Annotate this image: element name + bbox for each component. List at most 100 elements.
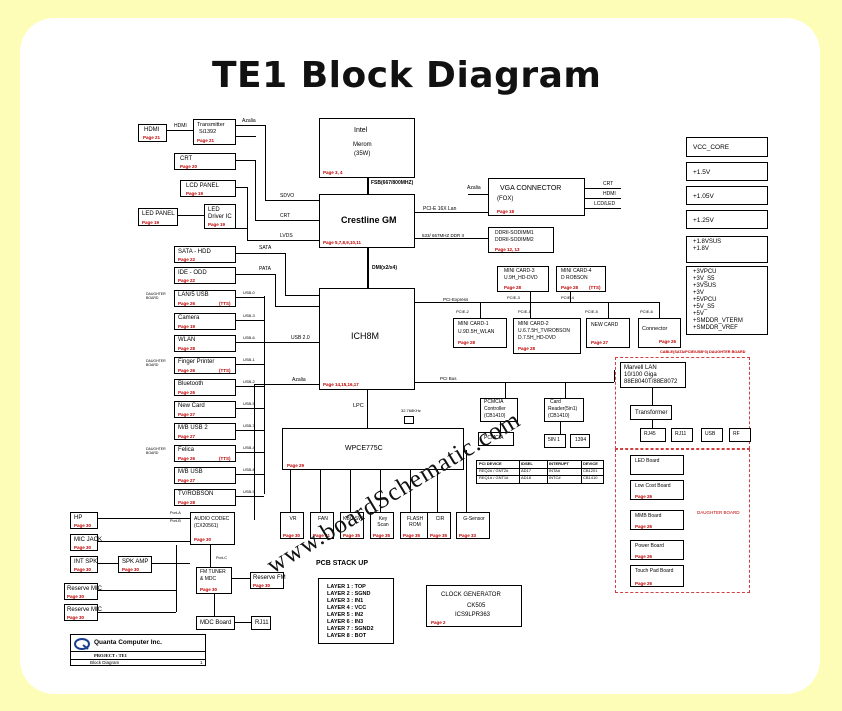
new-card-box: NEW CARD Page 27: [586, 318, 630, 348]
ec-peripheral-page: Page 33: [459, 533, 477, 538]
cpu-name: Intel: [354, 127, 368, 134]
mic-jack-page: Page 30: [74, 545, 92, 550]
power-rail-box: +1.05V: [686, 186, 768, 205]
five-in-one-box: 5IN 1: [544, 434, 566, 448]
pcb-layer: LAYER 7 : SGND2: [327, 626, 374, 632]
ec-peripheral-page: Page 35: [343, 533, 361, 538]
config-cell: INTC#: [549, 475, 561, 480]
lan-jack-box: RF: [729, 428, 751, 442]
usb-port-label: USB-5: [243, 401, 255, 406]
dmi-label: DMI(x2/x4): [372, 265, 398, 271]
transmitter-azalia: Azalia: [242, 118, 256, 124]
lcd-panel-label: LCD PANEL: [186, 183, 219, 189]
config-header-cell: PCI DEVICE: [479, 461, 502, 466]
led-driver-box: LED Driver IC Page 19: [204, 204, 236, 229]
led-driver-line-1: LED: [208, 207, 220, 213]
ec-name: WPCE775C: [345, 445, 383, 452]
lcd-panel-page: Page 19: [186, 191, 204, 196]
ddr-line-2: DDRII-SODIMM2: [495, 237, 534, 243]
mini-card-4-tag: (TTS): [589, 285, 601, 290]
ec-peripheral-page: Page 35: [373, 533, 391, 538]
mic-jack-box: MIC JACK Page 30: [70, 534, 102, 551]
lan-speed: 10/100 Giga: [624, 372, 657, 378]
company-name: Quanta Computer Inc.: [94, 639, 162, 646]
usb-device-label: WLAN: [178, 337, 196, 343]
cpu-page: Page 3, 4: [323, 170, 343, 175]
lpc-label: LPC: [353, 403, 364, 409]
power-rail-label: +1.05V: [693, 193, 714, 200]
reserve-mic-2-page: Page 30: [67, 615, 85, 620]
power-rail-label: +3VPCU: [693, 269, 717, 275]
card-reader-line-3: (CB1410): [548, 413, 570, 419]
rj11-audio-box: RJ11: [251, 616, 271, 630]
hp-box: HP Page 30: [70, 512, 98, 529]
sheet-rev: 1: [200, 660, 203, 665]
transmitter-line-1: Transmitter: [197, 122, 225, 128]
usb-link: [236, 320, 264, 321]
fm-tuner-line-1: FM TUNER: [200, 569, 226, 575]
usb-device-page: Page 28: [178, 346, 196, 351]
spk-amp-box: SPK AMP Page 30: [118, 556, 152, 573]
usb-link: [236, 386, 264, 387]
port-a-label: Port-A: [170, 511, 181, 515]
connector-page: Page 26: [659, 339, 677, 344]
sata-bus-label: SATA: [259, 245, 272, 251]
port-b-label: Port-B: [170, 519, 181, 523]
config-cell: CB1410: [583, 475, 598, 480]
usb-device-label: TV/ROBSON: [178, 491, 214, 497]
pcb-layer: LAYER 4 : VCC: [327, 605, 367, 611]
usb-device-tag: (TTS): [219, 368, 231, 373]
gmch-name: Crestline GM: [341, 215, 397, 225]
pcie-port-2: PCIE-2: [456, 309, 469, 314]
transformer-box: Transformer: [630, 405, 672, 420]
ec-peripheral-label: KBC SW: [343, 516, 363, 522]
lan-jack-label: RJ45: [644, 431, 656, 437]
gmch-page: Page 5,7,8,9,10,11: [323, 240, 362, 245]
mini-card-3-page: Page 28: [504, 285, 522, 290]
hp-page: Page 30: [74, 523, 92, 528]
usb-link: [236, 430, 264, 431]
ec-peripheral-page: Page 35: [430, 533, 448, 538]
int-spk-box: INT SPK Page 30: [70, 556, 98, 573]
daughter-board-label: MMB Board: [635, 513, 662, 519]
pcmcia-slot-label: PCMCIA: [484, 435, 504, 441]
vga-page: Page 18: [497, 209, 515, 214]
usb-link: [236, 496, 264, 497]
config-grid-line: [477, 468, 603, 469]
daughter-board-label: Power Board: [635, 543, 664, 549]
config-cell: CB1201: [583, 468, 598, 473]
mdc-board-box: MDC Board: [196, 616, 235, 630]
lan-jack-label: USB: [705, 431, 716, 437]
mini-card-3-line-2: U.9H_HD-DVD: [504, 275, 538, 281]
hdmi-page: Page 21: [143, 135, 161, 140]
new-card-page: Page 27: [591, 340, 609, 345]
config-grid-line: [519, 461, 520, 483]
usb-device-page: Page 27: [178, 478, 196, 483]
led-panel-page: Page 19: [142, 220, 160, 225]
mini-card-4-line-2: D ROBSON: [561, 275, 588, 281]
usb-port-label: USB-7: [243, 423, 255, 428]
cpu-box: Intel Merom (35W) Page 3, 4: [319, 118, 415, 178]
fm-tuner-page: Page 30: [200, 587, 218, 592]
i1394-box: 1394: [570, 434, 590, 448]
pcie-port-3: PCIE-3: [507, 295, 520, 300]
ec-peripheral-box: KBC SW Page 35: [340, 512, 364, 539]
usb-device-label: Bluetooth: [178, 381, 204, 387]
usb-device-page: Page 26: [178, 301, 196, 306]
config-grid-line: [581, 461, 582, 483]
sheet-name: Block Diagram: [90, 660, 120, 665]
cpu-power: (35W): [354, 151, 371, 157]
int-spk-label: INT SPK: [74, 559, 98, 565]
power-rail-label: +3V_S5: [693, 276, 715, 282]
power-rail-label: +SMDDR_VTERM: [693, 318, 743, 324]
transmitter-line-2: Si1392: [199, 129, 217, 135]
